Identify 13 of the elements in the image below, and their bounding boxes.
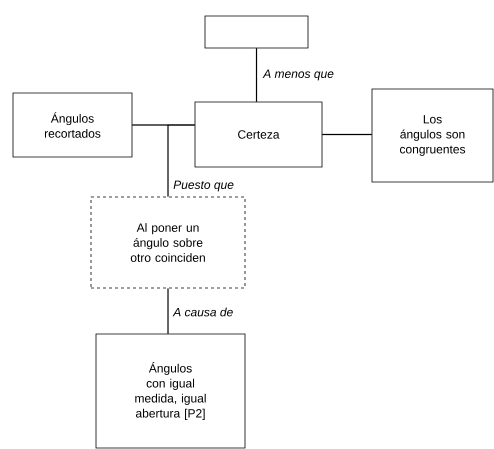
text-box: Los ángulos son congruentes (372, 88, 494, 182)
text-box: Ángulos con igual medida, igual abertura [P2] (96, 334, 246, 448)
text-box: Certeza (194, 102, 322, 168)
text-box: Ángulos recortados (12, 92, 132, 158)
connector-line (167, 288, 169, 334)
empty-box (204, 16, 308, 48)
dashed-box: Al poner un ángulo sobre otro coinciden (90, 196, 246, 288)
connector-line (322, 134, 372, 136)
connector-line (167, 124, 195, 197)
edge-label: A causa de (172, 306, 234, 318)
edge-label: Puesto que (172, 180, 235, 192)
connector-line (256, 48, 258, 102)
edge-label: A menos que (262, 68, 335, 82)
